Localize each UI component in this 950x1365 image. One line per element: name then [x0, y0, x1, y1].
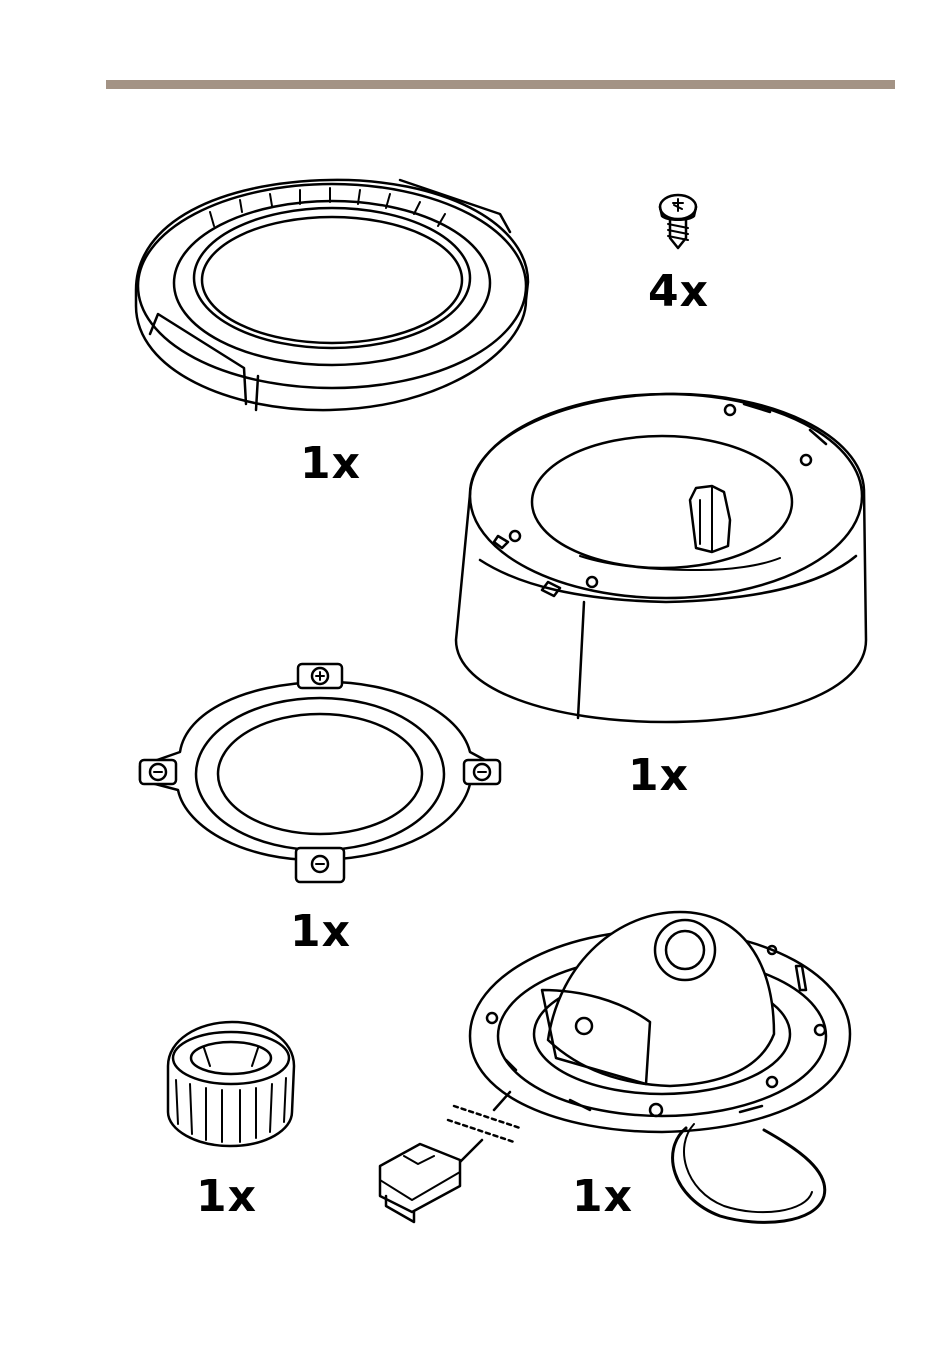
quantity-label-camera-unit: 1x [572, 1175, 633, 1219]
quantity-label-top-cover: 1x [300, 442, 361, 486]
quantity-label-cable-gland: 1x [196, 1175, 257, 1219]
quantity-label-screw: 4x [648, 270, 709, 314]
bracket-ring-icon [140, 664, 500, 882]
quantity-label-base-housing: 1x [628, 754, 689, 798]
housing-icon [456, 394, 866, 722]
cover-ring-icon [136, 180, 528, 410]
quantity-label-mounting-bracket: 1x [290, 910, 351, 954]
gland-nut-icon [168, 1022, 294, 1146]
screw-icon [660, 195, 696, 248]
